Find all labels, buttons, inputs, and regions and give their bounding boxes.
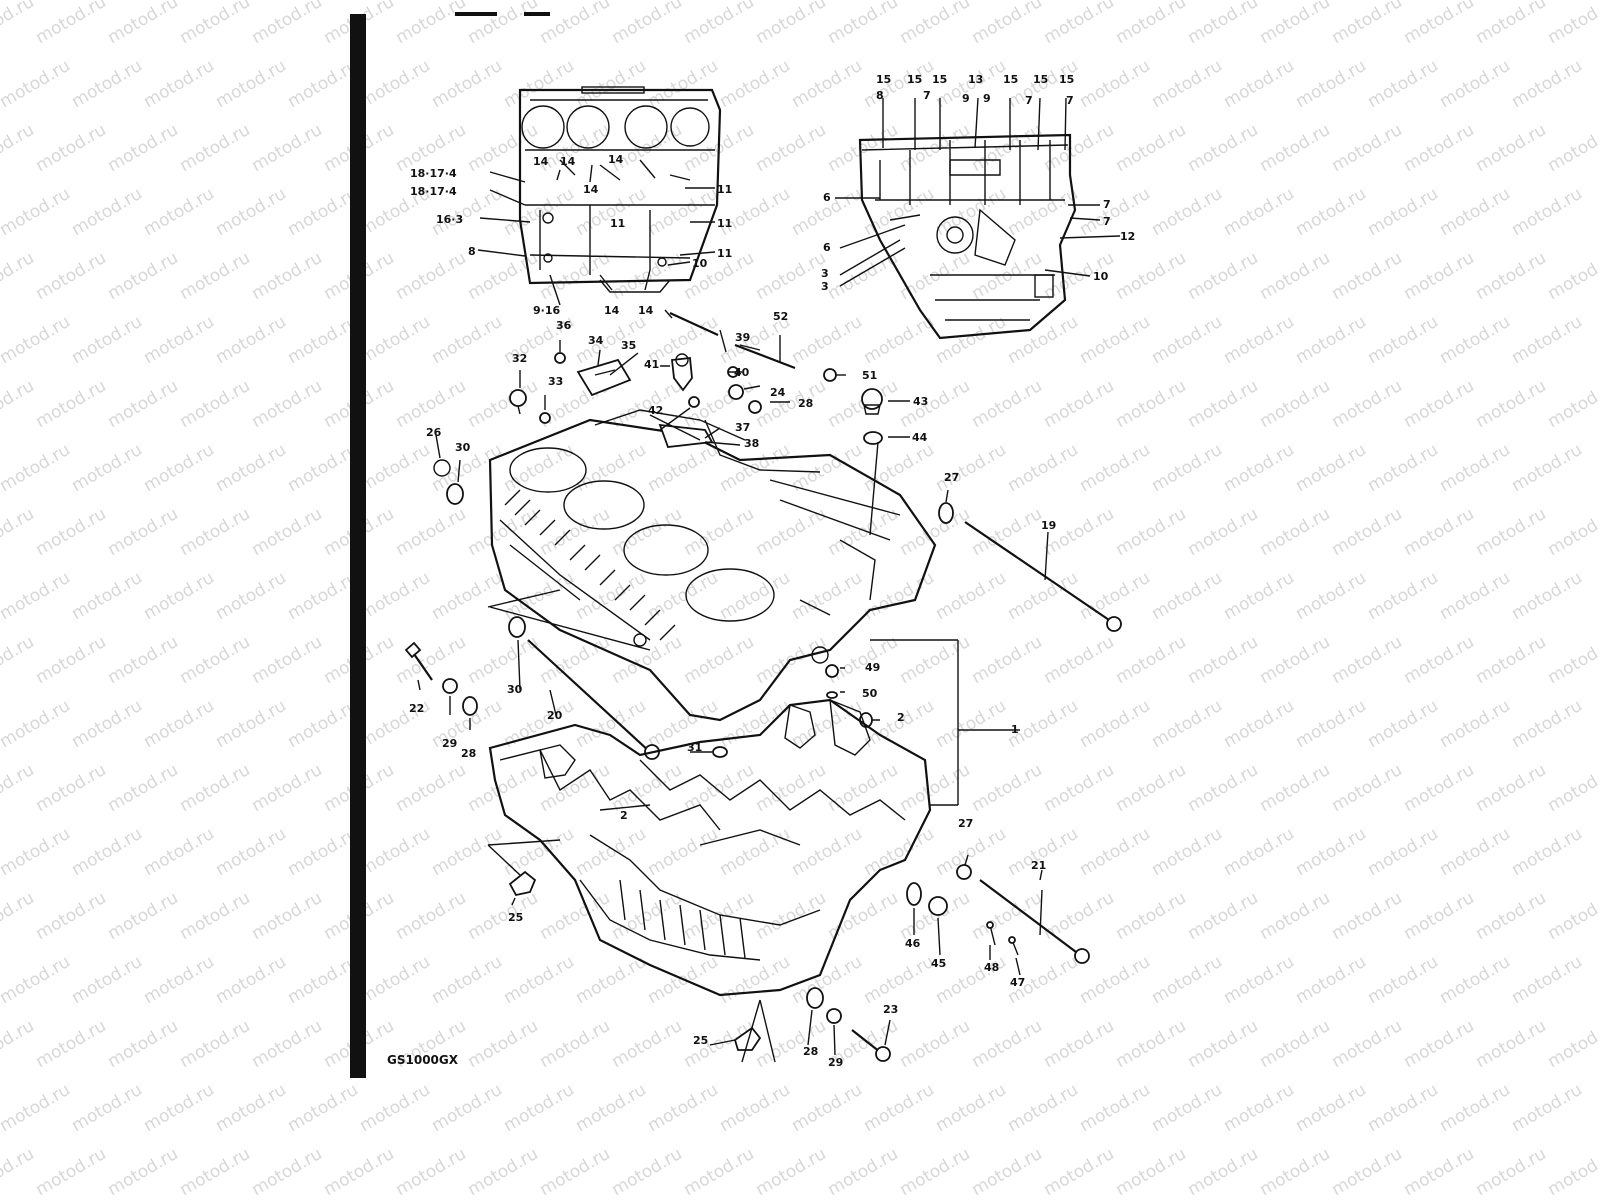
callout-34: 34 [588,334,604,347]
callout-2-center: 2 [620,809,628,822]
margin-bar [350,14,366,1078]
callout-29-left: 29 [442,737,458,750]
callout-16-3: 16·3 [436,213,464,226]
callout-7-e: 7 [1103,215,1111,228]
callout-48: 48 [984,961,1000,974]
callout-18-17-4-b: 18·17·4 [410,185,457,198]
lower-crankcase [488,698,932,997]
callout-15-c: 15 [932,73,948,86]
callout-9-b: 9 [983,92,991,105]
callout-35: 35 [621,339,637,352]
callout-43: 43 [913,395,929,408]
callout-8-left: 8 [468,245,476,258]
callout-26: 26 [426,426,442,439]
callout-42: 42 [648,404,664,417]
callout-37: 37 [735,421,751,434]
header-mark [524,12,550,16]
callout-41: 41 [644,358,660,371]
callout-29-bottom: 29 [828,1056,844,1069]
callout-1: 1 [1011,723,1019,736]
callout-20: 20 [547,709,563,722]
callout-45: 45 [931,957,947,970]
callout-15-f: 15 [1059,73,1075,86]
callout-30-top: 30 [455,441,471,454]
callout-30-mid: 30 [507,683,523,696]
callout-24: 24 [770,386,786,399]
callout-46: 46 [905,937,921,950]
callout-14-b: 14 [560,155,576,168]
callout-9-a: 9 [962,92,970,105]
callout-10-left: 10 [692,257,708,270]
callout-11-b: 11 [610,217,626,230]
callout-7-c: 7 [1066,94,1074,107]
callout-15-a: 15 [876,73,892,86]
callout-47: 47 [1010,976,1026,989]
callout-15-d: 15 [1003,73,1019,86]
callout-14-e: 14 [604,304,620,317]
callout-21: 21 [1031,859,1047,872]
callout-3-b: 3 [821,280,829,293]
callout-27-bottom: 27 [958,817,974,830]
callout-28-left: 28 [461,747,477,760]
callout-6-a: 6 [823,191,831,204]
callout-49: 49 [865,661,881,674]
callout-11-d: 11 [717,247,733,260]
callout-6-b: 6 [823,241,831,254]
callout-14-d: 14 [608,153,624,166]
callout-31: 31 [687,741,703,754]
callout-28-bottom: 28 [803,1045,819,1058]
callout-40: 40 [734,366,750,379]
callout-50: 50 [862,687,878,700]
callout-39: 39 [735,331,751,344]
studs-and-bolts [404,521,1122,964]
callout-14-a: 14 [533,155,549,168]
callout-10-right: 10 [1093,270,1109,283]
inset-upper-case-top-view [518,86,722,293]
model-label: GS1000GX [387,1053,458,1067]
callout-14-f: 14 [638,304,654,317]
callout-25-left: 25 [508,911,524,924]
header-mark [455,12,497,16]
callout-13: 13 [968,73,984,86]
callout-32: 32 [512,352,528,365]
callout-52: 52 [773,310,789,323]
callout-14-c: 14 [583,183,599,196]
callout-44: 44 [912,431,928,444]
callout-15-e: 15 [1033,73,1049,86]
callout-38: 38 [744,437,760,450]
upper-crankcase [433,409,954,722]
inset-lower-case-bottom-view [858,133,1077,340]
callout-27-top: 27 [944,471,960,484]
callout-22: 22 [409,702,425,715]
callout-25-bottom: 25 [693,1034,709,1047]
cooling-fins [504,489,676,641]
small-parts-row [509,309,883,536]
callout-12: 12 [1120,230,1136,243]
callout-7-d: 7 [1103,198,1111,211]
callout-7-a: 7 [923,89,931,102]
callout-9-16: 9·16 [533,304,561,317]
callout-23: 23 [883,1003,899,1016]
callout-51: 51 [862,369,878,382]
callout-18-17-4-a: 18·17·4 [410,167,457,180]
callout-28-top: 28 [798,397,814,410]
callout-36: 36 [556,319,572,332]
callout-11-c: 11 [717,217,733,230]
callout-3-a: 3 [821,267,829,280]
callout-11-a: 11 [717,183,733,196]
callout-33: 33 [548,375,564,388]
callout-19: 19 [1041,519,1057,532]
callout-15-b: 15 [907,73,923,86]
callout-8-right: 8 [876,89,884,102]
callout-2-right: 2 [897,711,905,724]
callout-7-b: 7 [1025,94,1033,107]
leader-lines [417,97,1121,1063]
oil-pan-ribs [619,879,746,959]
lower-small-parts [508,870,891,1062]
